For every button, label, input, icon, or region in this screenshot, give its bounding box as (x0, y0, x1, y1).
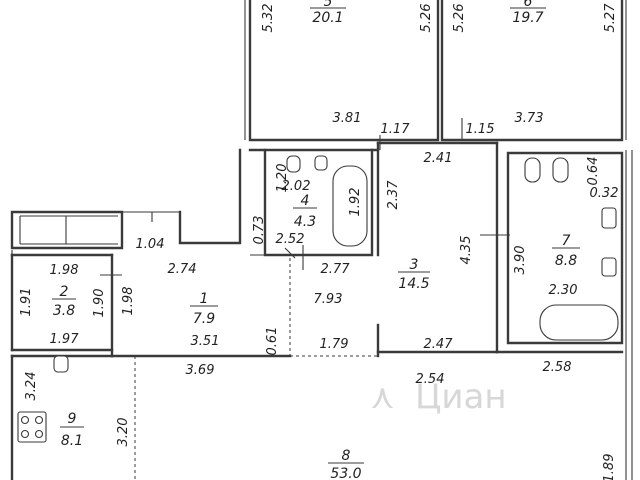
dimension-label: 0.64 (586, 157, 601, 186)
dimension-label: 3.81 (333, 111, 362, 126)
room-6-number: 6 (524, 0, 533, 10)
dimension-label: 1.92 (348, 188, 363, 217)
dimension-label: 5.26 (419, 4, 434, 33)
sink-icon (286, 155, 301, 173)
dimension-label: 2.58 (543, 360, 572, 375)
bathtub-icon (539, 304, 619, 341)
dimension-label: 1.17 (381, 122, 411, 137)
watermark-logo-icon: ⋏ (370, 377, 395, 417)
room-8-number: 8 (342, 448, 351, 464)
dimension-label: 1.79 (320, 337, 349, 352)
dimension-label: 2.02 (282, 179, 311, 194)
room-4-number: 4 (301, 193, 310, 209)
dimension-label: 2.30 (549, 283, 578, 298)
dimension-label: 0.32 (590, 186, 619, 201)
dimension-label: 1.20 (275, 164, 290, 193)
dimension-ticks (11, 118, 510, 300)
room-1-number: 1 (200, 291, 209, 307)
dimension-label: 2.41 (424, 151, 453, 166)
dimension-label: 4.35 (459, 236, 474, 265)
dimension-label: 1.04 (136, 237, 165, 252)
bathtub-icon (332, 165, 368, 247)
washer-icon (601, 257, 617, 277)
dimension-label: 1.89 (602, 454, 617, 480)
room-7-area: 8.8 (555, 253, 577, 269)
dimension-label: 2.77 (321, 262, 351, 277)
dimension-label: 2.74 (168, 262, 197, 277)
watermark-text: Циан (415, 377, 507, 417)
dimension-labels: 5.32 5.26 5.26 5.27 3.81 3.73 1.17 1.15 … (19, 3, 618, 480)
dimension-label: 3.24 (24, 372, 39, 401)
walls (10, 0, 633, 480)
dimension-label: 7.93 (314, 292, 343, 307)
fixtures (17, 155, 619, 443)
stove-icon (17, 411, 47, 443)
room-5-number: 5 (324, 0, 333, 10)
openings (134, 245, 378, 480)
dimension-label: 2.37 (386, 180, 401, 210)
room-2-area: 3.8 (53, 303, 75, 319)
dimension-label: 2.47 (424, 337, 454, 352)
dimension-label: 3.51 (191, 334, 220, 349)
dimension-label: 2.54 (416, 372, 445, 387)
dimension-label: 1.97 (50, 332, 80, 347)
room-6-area: 19.7 (512, 10, 543, 26)
washer-icon (601, 207, 617, 229)
room-4-area: 4.3 (294, 214, 316, 230)
room-5-area: 20.1 (312, 10, 343, 26)
dimension-label: 5.27 (603, 3, 618, 33)
room-9-number: 9 (68, 411, 77, 427)
dimension-label: 1.91 (19, 288, 34, 317)
room-2-number: 2 (60, 284, 69, 300)
toilet-icon (314, 155, 328, 171)
dimension-label: 3.69 (186, 363, 215, 378)
dimension-label: 3.90 (513, 246, 528, 275)
room-3-number: 3 (410, 257, 419, 273)
sink-icon (53, 355, 69, 373)
dimension-label: 3.20 (116, 418, 131, 447)
dimension-label: 5.26 (452, 4, 467, 33)
dimension-label: 2.52 (276, 232, 305, 247)
room-3-area: 14.5 (398, 276, 429, 292)
sink-icon (524, 157, 541, 183)
dimension-label: 1.90 (92, 289, 107, 318)
dimension-label: 1.98 (121, 287, 136, 316)
dimension-label: 1.98 (50, 263, 79, 278)
toilet-icon (552, 157, 569, 183)
room-labels: 5 20.1 6 19.7 4 4.3 3 14.5 7 8.8 2 3.8 1… (52, 0, 580, 480)
room-7-number: 7 (562, 233, 571, 249)
dimension-label: 5.32 (261, 4, 276, 33)
watermark: ⋏ Циан (370, 377, 507, 417)
dimension-label: 0.73 (252, 216, 267, 245)
room-9-area: 8.1 (61, 433, 83, 449)
dimension-label: 0.61 (265, 327, 280, 356)
dimension-label: 1.15 (466, 122, 495, 137)
room-1-area: 7.9 (193, 311, 215, 327)
dimension-label: 3.73 (515, 111, 544, 126)
room-8-area: 53.0 (330, 466, 361, 480)
